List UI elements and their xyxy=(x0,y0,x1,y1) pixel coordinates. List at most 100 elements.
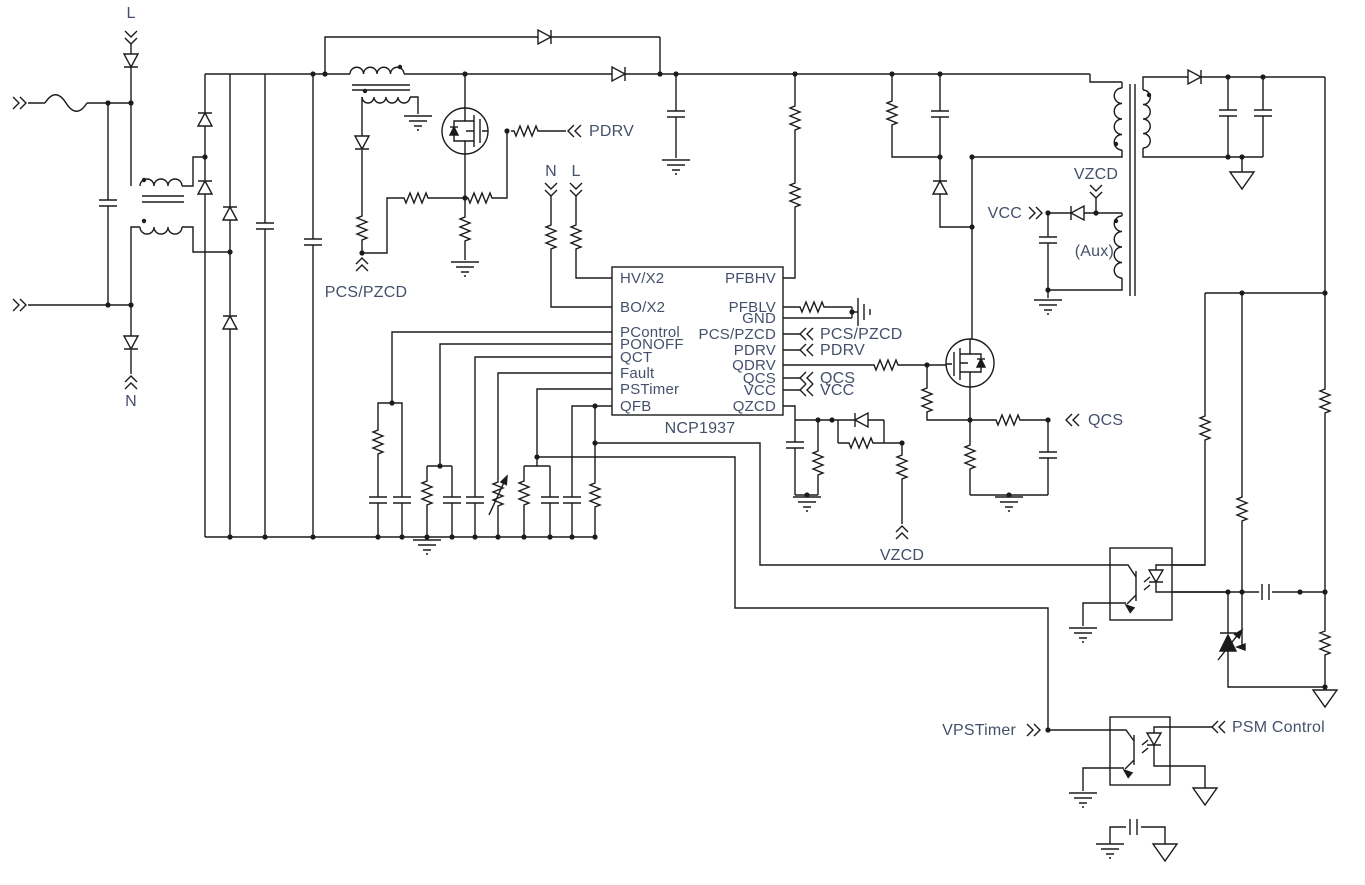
shunt-regulator-icon xyxy=(1217,592,1325,688)
filter-capacitor-icon xyxy=(255,222,275,230)
pin-gnd: GND xyxy=(742,310,776,327)
fuse-icon xyxy=(44,94,88,112)
qfb-capacitor-icon xyxy=(562,496,582,504)
filter-capacitor-icon xyxy=(303,238,323,246)
output-capacitor2-icon xyxy=(1253,109,1273,117)
label-pfc-gate-net: PDRV xyxy=(589,123,634,140)
label-vpstimer: VPSTimer xyxy=(942,722,1016,739)
label-aux-winding: (Aux) xyxy=(1075,243,1114,260)
bridge-diode-icon xyxy=(197,112,213,127)
flyback-mosfet-stage: QCS xyxy=(921,338,1123,512)
net-arrow-neutral-sense-icon xyxy=(544,182,558,197)
transformer-aux-icon xyxy=(1113,213,1123,279)
pfc-sense-diode-icon xyxy=(354,135,370,150)
opto2-ground-icon xyxy=(1068,792,1098,808)
secondary-side xyxy=(1142,69,1326,293)
clamp-network xyxy=(886,74,975,230)
pin-pstimer: PSTimer xyxy=(620,381,679,398)
pstimer-resistor-icon xyxy=(518,477,530,509)
label-net-pdrv: PDRV xyxy=(820,342,865,359)
x-capacitor-icon xyxy=(98,199,118,207)
label-pfc-sense-net: PCS/PZCD xyxy=(325,284,408,301)
pstimer-run xyxy=(537,456,1049,730)
net-arrow-line-icon xyxy=(124,30,138,45)
fb-bias-resistor-icon xyxy=(1236,493,1248,525)
flyback-transformer: (Aux) xyxy=(969,82,1152,339)
opto2-led-icon xyxy=(1141,726,1170,767)
net-arrow-qcs-icon xyxy=(1065,413,1080,427)
signal-ground-icon xyxy=(857,298,871,326)
net-arrow-vcc-pin-icon xyxy=(799,383,814,397)
label-net-qcs: QCS xyxy=(820,370,855,387)
bridge-diode-icon xyxy=(222,315,238,330)
pin-hv-x2: HV/X2 xyxy=(620,270,664,287)
boost-inductor-icon xyxy=(349,64,411,104)
pfc-ground-icon xyxy=(450,261,480,277)
ic-body xyxy=(611,266,784,416)
bridge-rectifier xyxy=(197,74,323,537)
opto2-transistor-icon xyxy=(1110,729,1135,770)
label-vzcd-aux: VZCD xyxy=(1074,166,1118,183)
pin-vcc: VCC xyxy=(744,382,776,399)
vzcd-parallel-resistor-icon xyxy=(845,437,877,449)
line-sense-resistor-icon xyxy=(570,221,582,253)
vcc-supply-network: VCC VZCD xyxy=(988,166,1123,315)
clamp-capacitor-icon xyxy=(930,110,950,118)
common-mode-choke-icon xyxy=(130,103,228,305)
neutral-sense-resistor-icon xyxy=(545,221,557,253)
net-arrow-qcs-pin-icon xyxy=(799,371,814,385)
pcontrol-capacitor-icon xyxy=(368,496,388,504)
net-arrow-pdrv-pin-icon xyxy=(799,343,814,357)
pin-pdrv: PDRV xyxy=(734,342,776,359)
bulk-capacitor-icon xyxy=(666,110,686,118)
flyback-mosfet-icon xyxy=(945,338,995,388)
bulk-ground-icon xyxy=(661,159,691,175)
pin-pcontrol: PControl xyxy=(620,324,680,341)
net-arrow-pcs-pzcd-pin-icon xyxy=(799,327,814,341)
label-vcc-supply: VCC xyxy=(988,205,1022,222)
opto2-sec-ground-icon xyxy=(1192,787,1218,806)
net-arrow-vzcd-aux-icon xyxy=(1089,184,1103,199)
opto1-ground-icon xyxy=(1068,627,1098,643)
pfc-mosfet-icon xyxy=(441,74,489,198)
pin-pfblv: PFBLV xyxy=(729,299,776,316)
feedback-network xyxy=(1172,290,1338,708)
aux-ground-icon xyxy=(403,115,433,131)
gate-pulldown-resistor-icon xyxy=(921,384,933,416)
qcs-filter-capacitor-icon xyxy=(1038,451,1058,459)
qfb-run xyxy=(595,442,1110,566)
output-capacitor-icon xyxy=(1218,109,1238,117)
ycap-secondary-ground-icon xyxy=(1152,843,1178,862)
pstimer-capacitor-icon xyxy=(540,496,560,504)
qct-capacitor-icon xyxy=(465,496,485,504)
potentiometer-arrow-icon xyxy=(500,474,511,486)
pin-bo-x2: BO/X2 xyxy=(620,299,665,316)
label-neutral-sense: N xyxy=(545,163,557,180)
fb-ground-icon xyxy=(1312,689,1338,708)
pfc-source-resistor-icon xyxy=(459,213,471,245)
ycap-primary-ground-icon xyxy=(1095,843,1125,859)
ic-right-networks: PCS/PZCD PDRV QCS VCC VZCD xyxy=(783,74,946,564)
net-arrow-pcs-pzcd-icon xyxy=(355,257,369,272)
pfc-gate-resistor-icon xyxy=(464,192,496,204)
bypass-diode-icon xyxy=(537,29,552,45)
transformer-primary-icon xyxy=(1113,82,1123,151)
current-sense-resistor-icon xyxy=(964,441,976,473)
label-psm-control: PSM Control xyxy=(1232,719,1325,736)
fb-divider-upper-resistor-icon xyxy=(1319,385,1331,417)
diode-neutral-icon xyxy=(123,335,139,350)
pdrv-gate-resistor-icon xyxy=(510,125,542,137)
opto-led-resistor-icon xyxy=(1199,412,1211,444)
pin-pfbhv: PFBHV xyxy=(725,270,776,287)
pfb-divider-upper-resistor-icon xyxy=(789,102,801,134)
pin-qfb: QFB xyxy=(620,398,651,415)
opto1-transistor-icon xyxy=(1110,564,1137,605)
pfb-divider-lower-resistor-icon xyxy=(789,179,801,211)
transformer-core-icon xyxy=(1129,84,1136,296)
clamp-diode-icon xyxy=(932,180,948,195)
pfc-divider-resistor-icon xyxy=(400,192,432,204)
output-rectifier-diode-icon xyxy=(1187,69,1202,85)
pin-qdrv: QDRV xyxy=(732,357,776,374)
pfblv-resistor-icon xyxy=(796,301,828,313)
